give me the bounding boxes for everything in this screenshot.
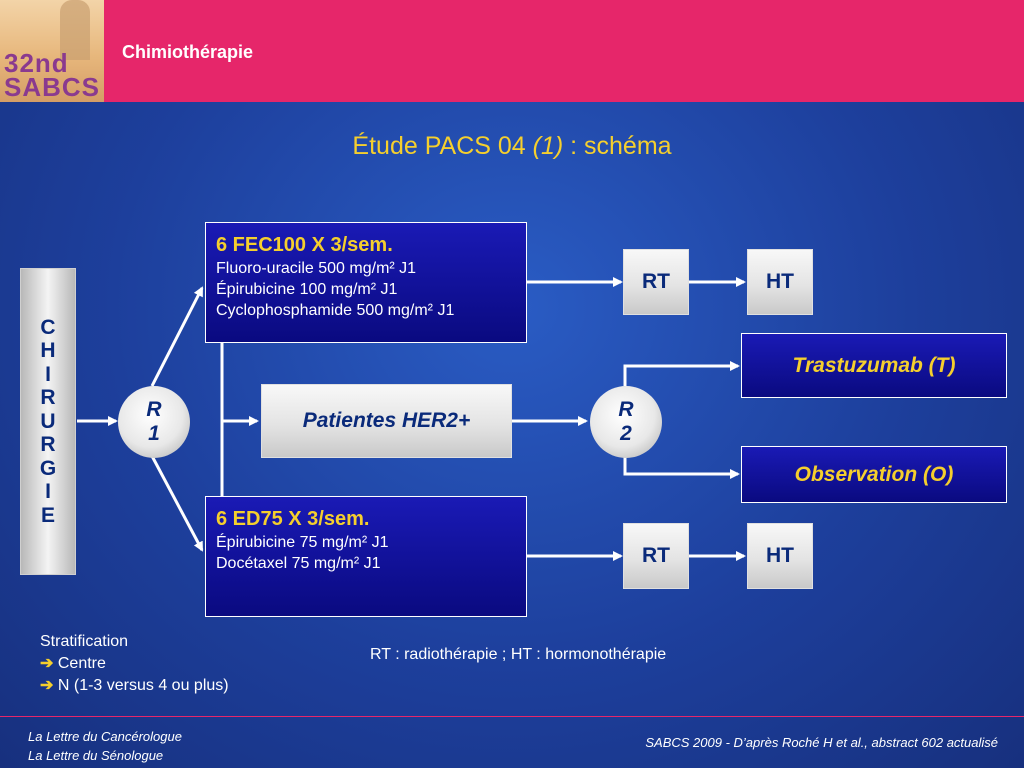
arm-ed-heading: 6 ED75 X 3/sem. <box>216 508 370 530</box>
arm-ed-line: Épirubicine 75 mg/m² J1 <box>216 534 389 551</box>
ht-box-bottom: HT <box>747 523 813 589</box>
arm-fec-line: Fluoro-uracile 500 mg/m² J1 <box>216 260 417 277</box>
slide-title-tail: : schéma <box>563 132 672 160</box>
surgery-letter: G <box>39 456 57 480</box>
stratification-item-label: Centre <box>57 655 106 672</box>
r1-letter: R <box>146 398 162 421</box>
rt-box-bottom: RT <box>623 523 689 589</box>
footer-publications: La Lettre du Cancérologue La Lettre du S… <box>28 727 182 765</box>
surgery-letter: E <box>40 503 55 527</box>
surgery-letter: U <box>40 409 56 433</box>
surgery-letter: C <box>40 315 56 339</box>
sabcs-logo: 32nd SABCS <box>0 0 104 102</box>
trastuzumab-box: Trastuzumab (T) <box>741 333 1007 398</box>
stratification-item: ➔ Centre <box>40 653 229 675</box>
arm-fec-box: 6 FEC100 X 3/sem. Fluoro-uracile 500 mg/… <box>205 222 527 343</box>
randomization-r2: R 2 <box>590 386 662 458</box>
arrow-r2-observation <box>623 456 740 479</box>
arrow-right-icon: ➔ <box>40 677 54 694</box>
surgery-letter: R <box>40 433 56 457</box>
randomization-r1: R 1 <box>118 386 190 458</box>
header-title: Chimiothérapie <box>122 42 254 62</box>
arm-fec-line: Cyclophosphamide 500 mg/m² J1 <box>216 302 455 319</box>
stratification-notes: Stratification ➔ Centre ➔ N (1-3 versus … <box>40 631 229 697</box>
arm-fec-line: Épirubicine 100 mg/m² J1 <box>216 281 398 298</box>
stratification-title: Stratification <box>40 633 129 650</box>
surgery-letter: H <box>40 339 56 363</box>
arrow-r1-ed <box>150 455 204 552</box>
arm-ed-line: Docétaxel 75 mg/m² J1 <box>216 555 381 572</box>
surgery-letter: I <box>45 480 51 504</box>
ht-box-top: HT <box>747 249 813 315</box>
logo-text-name: SABCS <box>4 72 101 102</box>
footer-publication: La Lettre du Cancérologue <box>28 729 182 744</box>
r2-number: 2 <box>620 422 632 445</box>
arrow-right-icon: ➔ <box>40 655 54 672</box>
arrow-r1-fec <box>150 286 204 387</box>
arm-fec-heading: 6 FEC100 X 3/sem. <box>216 234 393 256</box>
footer-divider <box>0 716 1024 717</box>
slide-title-ref: (1) <box>532 132 564 160</box>
r2-letter: R <box>618 398 634 421</box>
slide-title: Étude PACS 04 (1) : schéma <box>0 132 1024 161</box>
logo-text-edition: 32nd <box>4 48 69 78</box>
rt-box-top: RT <box>623 249 689 315</box>
header-bar: 32nd SABCS Chimiothérapie <box>0 0 1024 102</box>
stratification-item: ➔ N (1-3 versus 4 ou plus) <box>40 675 229 697</box>
slide-title-main: Étude PACS 04 <box>352 132 533 160</box>
logo-tower-graphic <box>60 0 90 60</box>
abbreviation-legend: RT : radiothérapie ; HT : hormonothérapi… <box>370 646 667 663</box>
footer-publication: La Lettre du Sénologue <box>28 748 164 763</box>
arm-ed-box: 6 ED75 X 3/sem. Épirubicine 75 mg/m² J1 … <box>205 496 527 617</box>
surgery-letter: R <box>40 386 56 410</box>
patients-her2-box: Patientes HER2+ <box>261 384 512 458</box>
surgery-letter: I <box>45 362 51 386</box>
r1-number: 1 <box>148 422 160 445</box>
arrow-r2-trastuzumab <box>623 361 740 386</box>
footer-source: SABCS 2009 - D’après Roché H et al., abs… <box>645 735 998 750</box>
observation-box: Observation (O) <box>741 446 1007 503</box>
stratification-item-label: N (1-3 versus 4 ou plus) <box>57 677 229 694</box>
